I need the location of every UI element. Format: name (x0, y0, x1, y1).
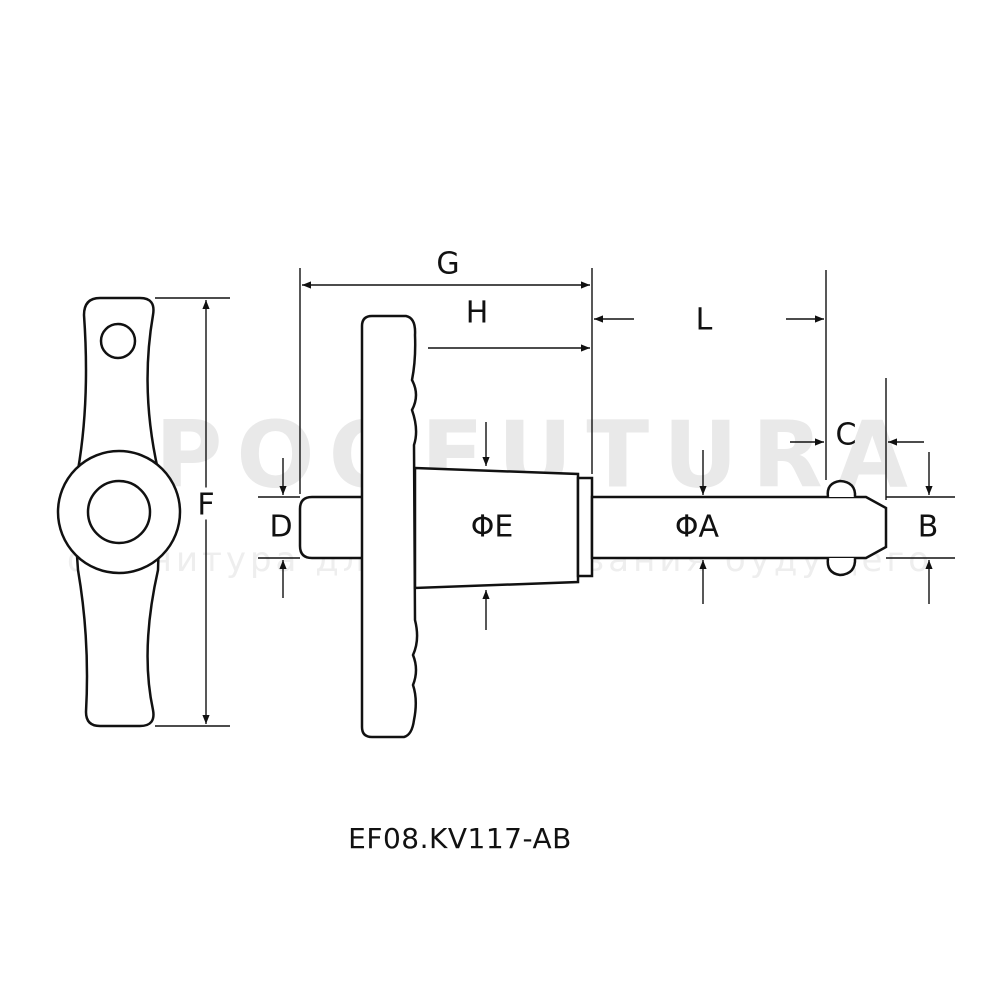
dimension-e: ΦE (471, 422, 514, 630)
label-e: ΦE (471, 510, 514, 545)
ball-bottom (826, 557, 857, 577)
dimension-c: C (790, 378, 924, 500)
pin-front-view (298, 314, 888, 739)
collar (576, 476, 594, 578)
label-d: D (269, 510, 292, 545)
label-f: F (197, 488, 214, 523)
dimension-d: D (258, 458, 300, 598)
shaft-a (590, 495, 888, 560)
label-b: B (918, 510, 939, 545)
handle-plate (360, 314, 419, 739)
dimension-b: B (886, 452, 955, 604)
label-c: C (836, 418, 857, 453)
ball-top (826, 479, 857, 498)
part-number-caption: EF08.KV117-AB (348, 822, 572, 855)
body-e (413, 466, 580, 590)
handle-hole (99, 322, 137, 360)
dimension-g: G (299, 247, 593, 494)
stub-d (298, 495, 362, 560)
label-a: ΦA (675, 510, 720, 545)
dimension-l: L (594, 270, 827, 480)
label-h: H (466, 296, 489, 331)
handle-end-view (56, 296, 182, 728)
label-l: L (696, 303, 713, 338)
dimension-h: H (428, 296, 590, 352)
dimension-a: ΦA (675, 450, 720, 604)
label-g: G (436, 247, 459, 282)
hub-inner-circle (86, 479, 152, 545)
